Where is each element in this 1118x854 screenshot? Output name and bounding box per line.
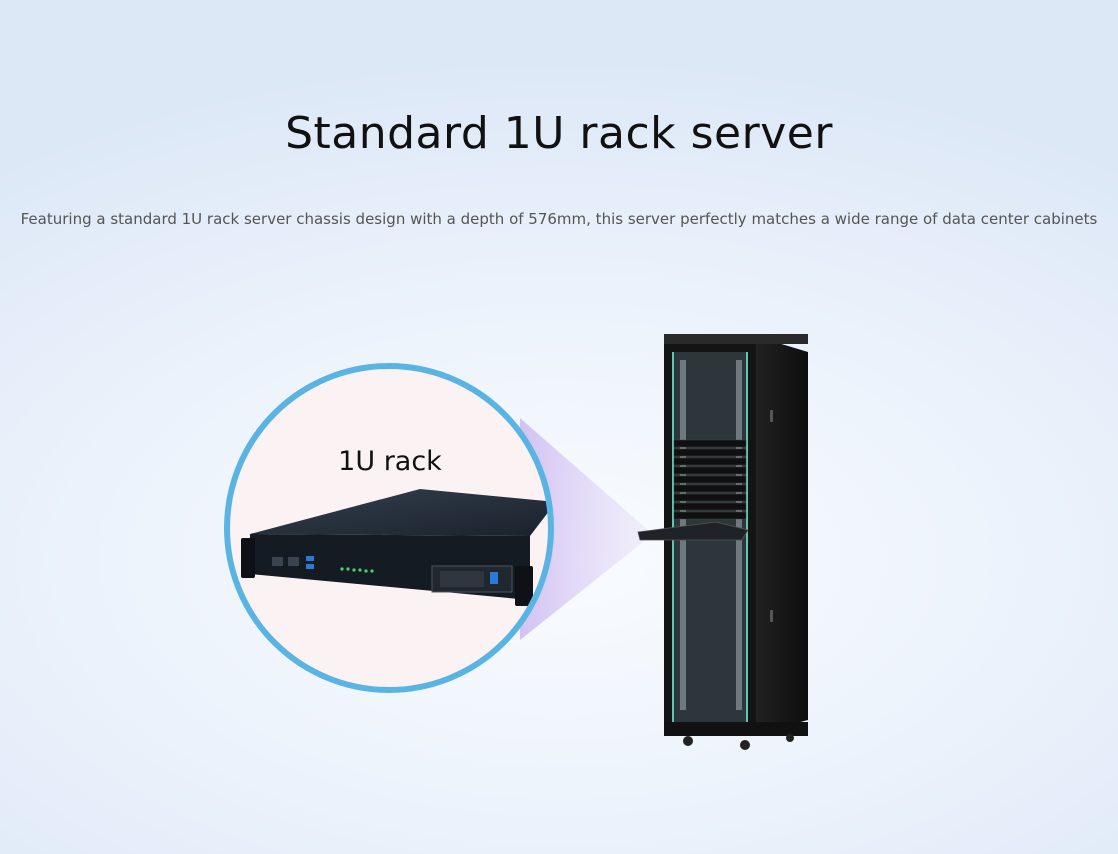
usb-port	[306, 564, 314, 569]
door-handle	[770, 410, 773, 422]
server-top-panel	[250, 489, 551, 536]
usb-port	[306, 556, 314, 561]
cabinet-side-panel	[752, 336, 808, 735]
door-handle	[770, 610, 773, 622]
page-title: Standard 1U rack server	[285, 108, 833, 159]
rack-cabinet	[637, 334, 808, 750]
cabinet-top	[664, 334, 808, 344]
zoom-label: 1U rack	[338, 446, 442, 477]
zoom-beam	[520, 418, 648, 640]
page-description: Featuring a standard 1U rack server chas…	[20, 210, 1098, 228]
caster-wheel	[740, 740, 750, 750]
installed-servers	[673, 439, 747, 520]
right-rack-ear	[515, 566, 533, 606]
cabinet-base	[664, 722, 808, 736]
left-rack-ear	[241, 538, 255, 578]
pulled-out-server	[637, 521, 749, 541]
caster-wheel	[786, 734, 794, 742]
drive-tray	[440, 571, 484, 587]
status-leds	[340, 567, 374, 573]
zoom-circle	[224, 363, 554, 693]
drive-button-icon	[490, 572, 498, 584]
rj45-port	[272, 557, 283, 566]
caster-wheel	[683, 736, 693, 746]
rj45-port	[288, 557, 299, 566]
